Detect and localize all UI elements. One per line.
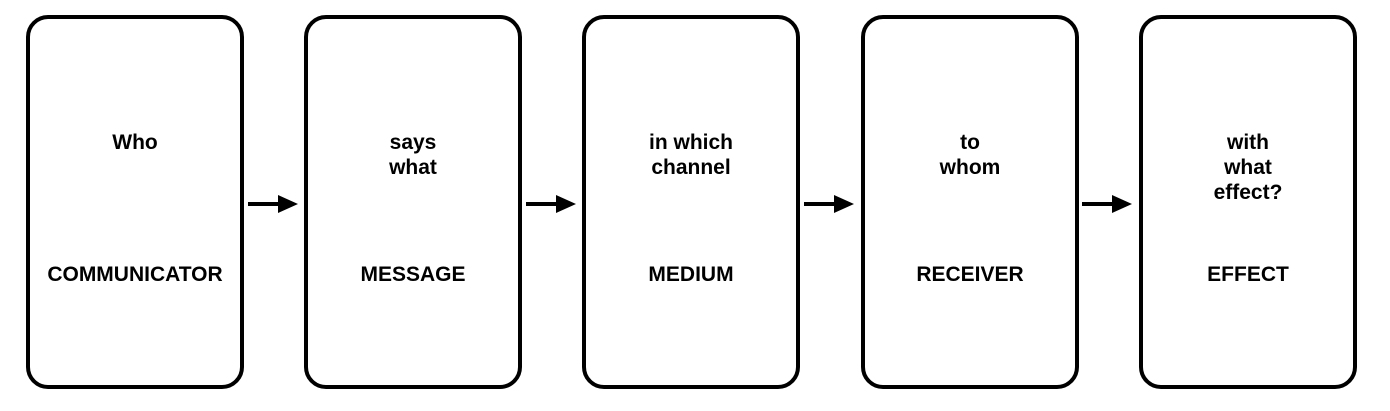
question-line: to (960, 131, 980, 154)
stage-box-effect: with what effect? EFFECT (1139, 15, 1357, 389)
question-line: what (389, 156, 437, 179)
question-line: what (1224, 156, 1272, 179)
stage-question: to whom (865, 130, 1075, 180)
arrow-icon (526, 195, 576, 213)
arrow-icon (248, 195, 298, 213)
stage-question: in which channel (586, 130, 796, 180)
question-line: whom (939, 156, 1001, 179)
stage-role: RECEIVER (916, 263, 1024, 286)
question-line: says (389, 131, 437, 154)
arrow-icon (804, 195, 854, 213)
stage-box-communicator: Who COMMUNICATOR (26, 15, 244, 389)
question-line: Who (112, 131, 158, 154)
stage-question: with what effect? (1143, 130, 1353, 205)
stage-role: MEDIUM (648, 263, 734, 286)
stage-box-medium: in which channel MEDIUM (582, 15, 800, 389)
stage-box-receiver: to whom RECEIVER (861, 15, 1079, 389)
stage-role: COMMUNICATOR (47, 263, 223, 286)
stage-role: MESSAGE (360, 263, 466, 286)
question-line: with (1227, 131, 1269, 154)
stage-question: says what (308, 130, 518, 180)
question-line: in which (649, 131, 733, 154)
stage-question: Who (30, 130, 240, 155)
stage-box-message: says what MESSAGE (304, 15, 522, 389)
question-line: effect? (1213, 181, 1283, 204)
stage-role: EFFECT (1207, 263, 1289, 286)
question-line: channel (651, 156, 731, 179)
arrow-icon (1082, 195, 1132, 213)
